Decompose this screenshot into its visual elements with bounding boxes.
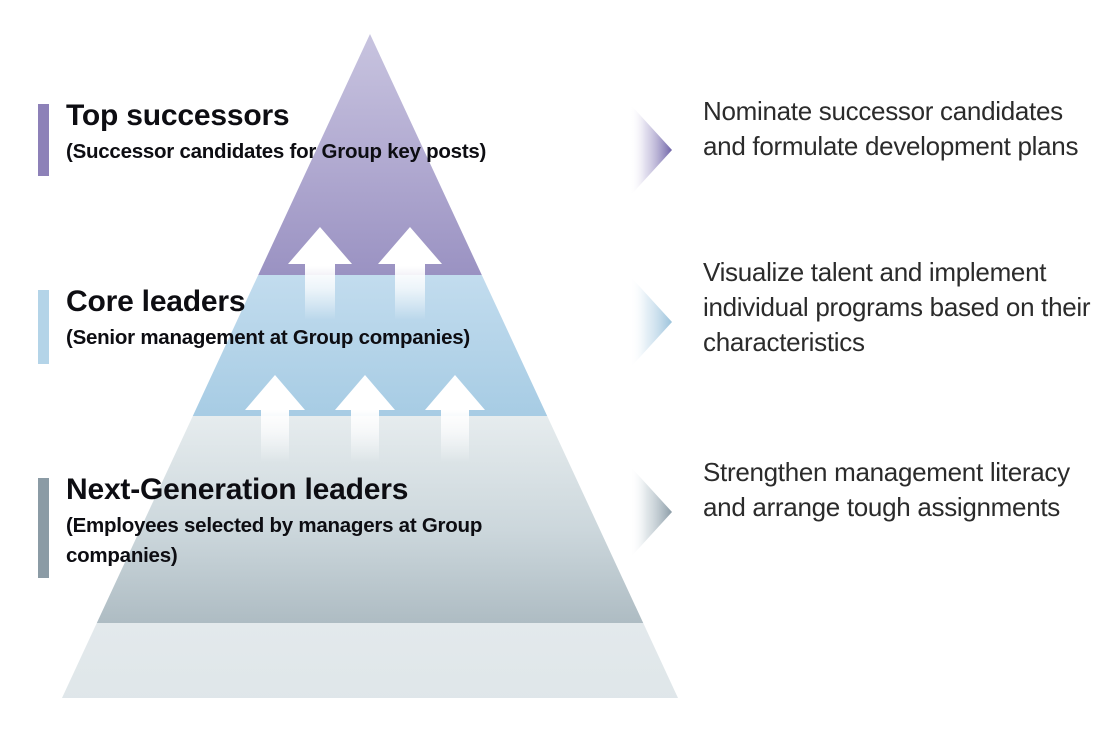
tier-subtitle-next-generation-leaders: (Employees selected by managers at Group…: [66, 514, 483, 567]
tier-title-next-generation-leaders: Next-Generation leaders: [66, 473, 409, 506]
chevron-right-icon: [630, 466, 672, 558]
description-top-successors: Nominate successor candidates and formul…: [703, 96, 1079, 161]
tier-color-bar-core: [38, 290, 49, 364]
up-arrow-icon: [335, 375, 395, 462]
tier-color-bar-top: [38, 104, 49, 176]
up-arrow-icon-group-core: [245, 375, 485, 462]
tier-label-core-leaders: Core leaders (Senior management at Group…: [38, 285, 470, 364]
tier-label-top-successors: Top successors (Successor candidates for…: [38, 99, 487, 176]
chevron-right-icon: [630, 104, 672, 196]
tier-label-next-generation-leaders: Next-Generation leaders (Employees selec…: [38, 473, 596, 578]
tier-subtitle-top-successors: (Successor candidates for Group key post…: [66, 140, 487, 164]
description-next-generation-leaders: Strengthen management literacy and arran…: [703, 457, 1070, 522]
up-arrow-icon: [288, 227, 352, 320]
up-arrow-icon-group-top: [288, 227, 442, 320]
tier-title-core-leaders: Core leaders: [66, 285, 246, 318]
chevron-right-icon: [630, 276, 672, 368]
tier-band-base: [62, 623, 678, 698]
up-arrow-icon: [378, 227, 442, 320]
tier-subtitle-core-leaders: (Senior management at Group companies): [66, 326, 470, 350]
tier-color-bar-next: [38, 478, 49, 578]
tier-title-top-successors: Top successors: [66, 99, 290, 132]
up-arrow-icon: [245, 375, 305, 462]
description-core-leaders: Visualize talent and implement individua…: [703, 257, 1091, 357]
up-arrow-icon: [425, 375, 485, 462]
